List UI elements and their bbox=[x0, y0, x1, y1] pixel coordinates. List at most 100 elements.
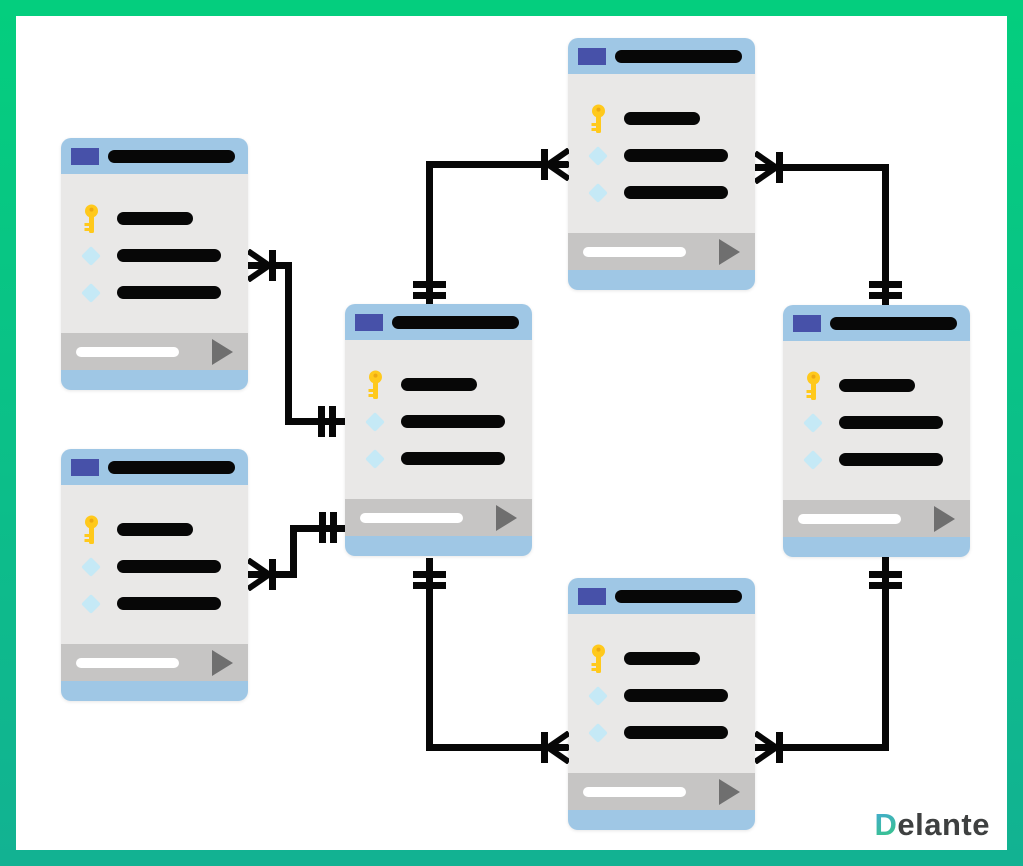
crow-foot-icon bbox=[753, 150, 778, 185]
diamond-icon bbox=[81, 245, 101, 266]
table-icon bbox=[71, 458, 99, 476]
table-row bbox=[61, 200, 248, 237]
field-bar bbox=[839, 379, 915, 392]
table-footer bbox=[568, 773, 755, 810]
db-table-top bbox=[568, 38, 755, 290]
table-row bbox=[61, 585, 248, 622]
diamond-icon bbox=[81, 282, 101, 303]
field-bar bbox=[624, 186, 728, 199]
connector-left-bottom-to-center-line bbox=[290, 525, 297, 578]
table-header bbox=[61, 138, 248, 174]
table-row bbox=[345, 440, 532, 477]
cardinality-tick bbox=[413, 571, 446, 578]
crow-foot-icon bbox=[246, 557, 271, 592]
field-bar bbox=[624, 149, 728, 162]
cardinality-tick bbox=[330, 512, 337, 543]
play-icon bbox=[212, 649, 233, 676]
cardinality-tick bbox=[541, 732, 548, 763]
table-row bbox=[61, 237, 248, 274]
table-row bbox=[568, 640, 755, 677]
delante-logo-text: elante bbox=[897, 807, 990, 842]
connector-top-to-right-line bbox=[755, 164, 889, 171]
cardinality-tick bbox=[869, 281, 902, 288]
table-body bbox=[61, 174, 248, 333]
field-bar bbox=[401, 452, 505, 465]
table-header bbox=[783, 305, 970, 341]
footer-bar bbox=[798, 513, 901, 524]
crow-foot-icon bbox=[546, 147, 571, 182]
delante-logo-d: D bbox=[874, 807, 898, 842]
table-icon bbox=[71, 147, 99, 165]
table-header bbox=[61, 449, 248, 485]
table-icon bbox=[355, 313, 383, 331]
cardinality-tick bbox=[541, 149, 548, 180]
table-row bbox=[568, 677, 755, 714]
table-row bbox=[568, 100, 755, 137]
connector-left-top-to-center-line bbox=[285, 262, 292, 425]
key-icon bbox=[591, 104, 605, 133]
key-icon bbox=[591, 644, 605, 673]
diamond-icon bbox=[81, 593, 101, 614]
table-header bbox=[345, 304, 532, 340]
field-bar bbox=[624, 112, 700, 125]
table-title-bar bbox=[830, 316, 957, 330]
table-footer bbox=[61, 333, 248, 370]
table-header bbox=[568, 578, 755, 614]
diamond-icon bbox=[81, 556, 101, 577]
delante-logo: Delante bbox=[875, 807, 991, 843]
table-row bbox=[568, 714, 755, 751]
connector-center-to-top-line bbox=[426, 161, 568, 168]
key-icon bbox=[368, 370, 382, 399]
key-icon bbox=[84, 204, 98, 233]
db-table-bottom bbox=[568, 578, 755, 830]
footer-bar bbox=[76, 346, 179, 357]
connector-top-to-right-line bbox=[882, 164, 889, 305]
table-row bbox=[783, 404, 970, 441]
cardinality-tick bbox=[269, 559, 276, 590]
table-bottom-strip bbox=[568, 810, 755, 830]
footer-bar bbox=[76, 657, 179, 668]
diamond-icon bbox=[588, 685, 608, 706]
play-icon bbox=[719, 238, 740, 265]
connector-bottom-to-right-line bbox=[755, 744, 889, 751]
table-row bbox=[345, 403, 532, 440]
db-table-center bbox=[345, 304, 532, 556]
cardinality-tick bbox=[269, 250, 276, 281]
db-table-left-top bbox=[61, 138, 248, 390]
connector-center-to-bottom-line bbox=[426, 744, 568, 751]
footer-bar bbox=[583, 786, 686, 797]
crow-foot-icon bbox=[546, 730, 571, 765]
table-row bbox=[61, 511, 248, 548]
db-table-left-bottom bbox=[61, 449, 248, 701]
field-bar bbox=[624, 652, 700, 665]
play-icon bbox=[934, 505, 955, 532]
field-bar bbox=[117, 523, 193, 536]
table-header bbox=[568, 38, 755, 74]
field-bar bbox=[401, 378, 477, 391]
field-bar bbox=[624, 689, 728, 702]
diamond-icon bbox=[365, 448, 385, 469]
table-footer bbox=[61, 644, 248, 681]
play-icon bbox=[496, 504, 517, 531]
table-body bbox=[568, 74, 755, 233]
table-title-bar bbox=[615, 49, 742, 63]
table-title-bar bbox=[108, 460, 235, 474]
table-bottom-strip bbox=[568, 270, 755, 290]
cardinality-tick bbox=[413, 281, 446, 288]
table-footer bbox=[568, 233, 755, 270]
connector-center-to-top-line bbox=[426, 161, 433, 304]
connector-center-to-bottom-line bbox=[426, 558, 433, 751]
cardinality-tick bbox=[776, 732, 783, 763]
cardinality-tick bbox=[413, 582, 446, 589]
db-table-right bbox=[783, 305, 970, 557]
table-bottom-strip bbox=[783, 537, 970, 557]
table-body bbox=[783, 341, 970, 500]
field-bar bbox=[839, 453, 943, 466]
table-row bbox=[783, 367, 970, 404]
table-footer bbox=[783, 500, 970, 537]
table-row bbox=[345, 366, 532, 403]
table-body bbox=[568, 614, 755, 773]
diamond-icon bbox=[803, 412, 823, 433]
crow-foot-icon bbox=[753, 730, 778, 765]
